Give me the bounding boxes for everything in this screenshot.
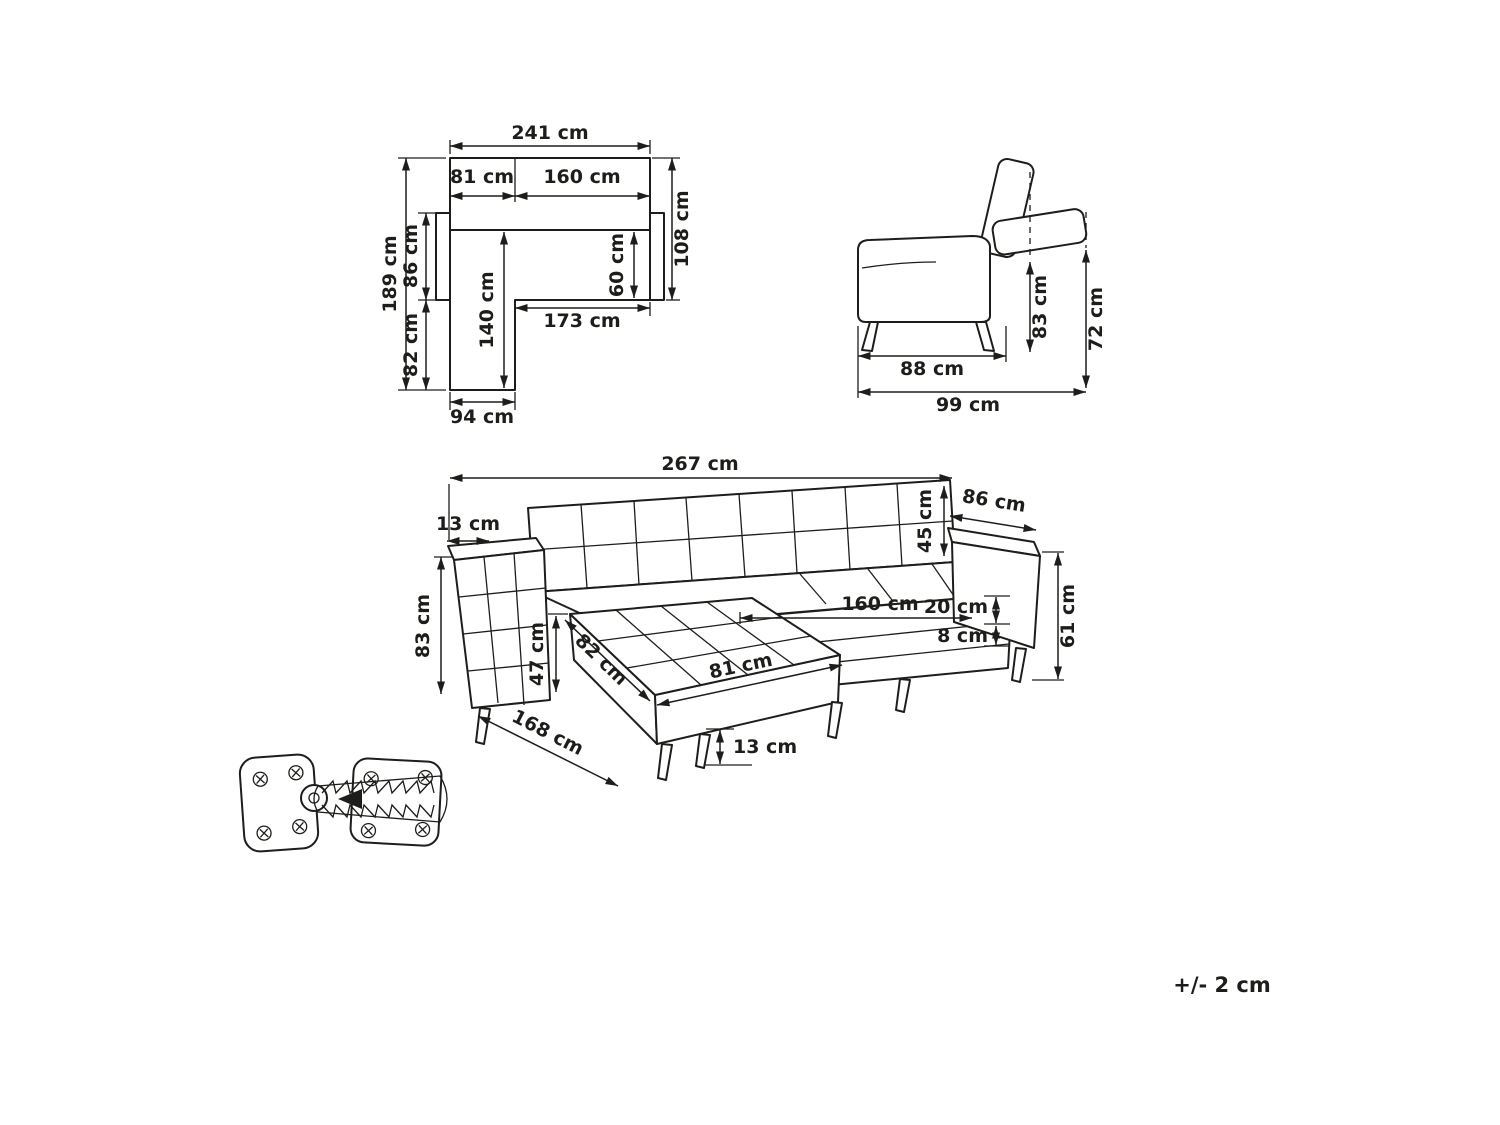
dim-plan-total-width: 241 cm: [511, 122, 588, 144]
seat-seams: [799, 563, 955, 605]
seat-body-side: [857, 235, 991, 323]
dim-3d-overall-height: 83 cm: [412, 594, 434, 658]
armrest-tufting: [458, 552, 550, 706]
tolerance-note: +/- 2 cm: [1173, 973, 1271, 997]
perspective-view: 267 cm 13 cm 83 cm 47 cm 82 cm 81 cm 45 …: [412, 453, 1079, 787]
mechanism-detail: [238, 753, 448, 853]
right-armrest-plan: [649, 212, 665, 301]
top-view: 241 cm 81 cm 160 cm 189 cm 86 cm 82 cm 1…: [379, 122, 693, 428]
mechanism-left-plate: [238, 753, 320, 853]
backrest-reclined: [991, 208, 1088, 256]
front-leg-side: [861, 321, 879, 352]
backrest-tufting: [530, 483, 954, 589]
dim-plan-chaise-inner-length: 140 cm: [476, 271, 498, 348]
dim-side-total-depth: 99 cm: [936, 394, 1000, 416]
dim-3d-armrest-depth: 86 cm: [961, 485, 1028, 517]
top-view-outline: [435, 157, 665, 391]
dim-plan-total-depth: 189 cm: [379, 235, 401, 312]
dim-3d-armrest-top-width: 13 cm: [436, 513, 500, 535]
dim-plan-chaise-extension: 82 cm: [400, 313, 422, 377]
ratchet-teeth-lower: [321, 803, 435, 819]
side-view-dimensions: 83 cm 72 cm 88 cm 99 cm: [857, 172, 1107, 416]
leg-base-mid: [895, 678, 911, 713]
dim-3d-cushion-thickness: 20 cm: [924, 596, 988, 618]
dim-3d-leg-height: 13 cm: [733, 736, 797, 758]
dim-plan-right-width: 160 cm: [543, 166, 620, 188]
dim-3d-base-height: 8 cm: [937, 625, 988, 647]
dim-plan-left-width: 81 cm: [450, 166, 514, 188]
dim-3d-armrest-height: 61 cm: [1057, 584, 1079, 648]
leg-chaise-right: [827, 701, 843, 739]
left-plate-screws: [252, 765, 308, 841]
dim-3d-seat-front-width: 160 cm: [841, 593, 918, 615]
dim-plan-front-inner-width: 173 cm: [543, 310, 620, 332]
right-end-face: [951, 541, 1041, 649]
leg-right-end: [1011, 647, 1027, 683]
mechanism-right-plate: [349, 757, 443, 847]
side-view: 83 cm 72 cm 88 cm 99 cm: [857, 157, 1107, 416]
leg-chaise-mid: [695, 733, 711, 769]
leg-armrest: [475, 707, 491, 745]
side-view-outline: [857, 157, 1088, 352]
ratchet-teeth-upper: [321, 779, 435, 795]
leg-chaise-left: [657, 743, 673, 781]
back-leg-side: [975, 321, 995, 352]
dim-plan-chaise-width: 94 cm: [450, 406, 514, 428]
dim-3d-total-depth: 168 cm: [508, 705, 587, 760]
dim-plan-armrest-length: 86 cm: [400, 224, 422, 288]
dim-side-backrest-height: 83 cm: [1029, 275, 1051, 339]
dim-plan-seat-depth: 60 cm: [606, 233, 628, 297]
mechanism-ratchet: [313, 775, 448, 823]
dim-plan-body-depth: 108 cm: [671, 190, 693, 267]
left-armrest-plan: [435, 212, 451, 301]
dim-3d-backrest-height: 45 cm: [914, 489, 936, 553]
dim-side-reclined-height: 72 cm: [1085, 287, 1107, 351]
ratchet-pawl: [338, 789, 362, 809]
dim-side-seat-base-depth: 88 cm: [900, 358, 964, 380]
top-view-dimensions: 241 cm 81 cm 160 cm 189 cm 86 cm 82 cm 1…: [379, 122, 693, 428]
dim-3d-seat-height: 47 cm: [526, 622, 548, 686]
dim-3d-total-width: 267 cm: [661, 453, 738, 475]
